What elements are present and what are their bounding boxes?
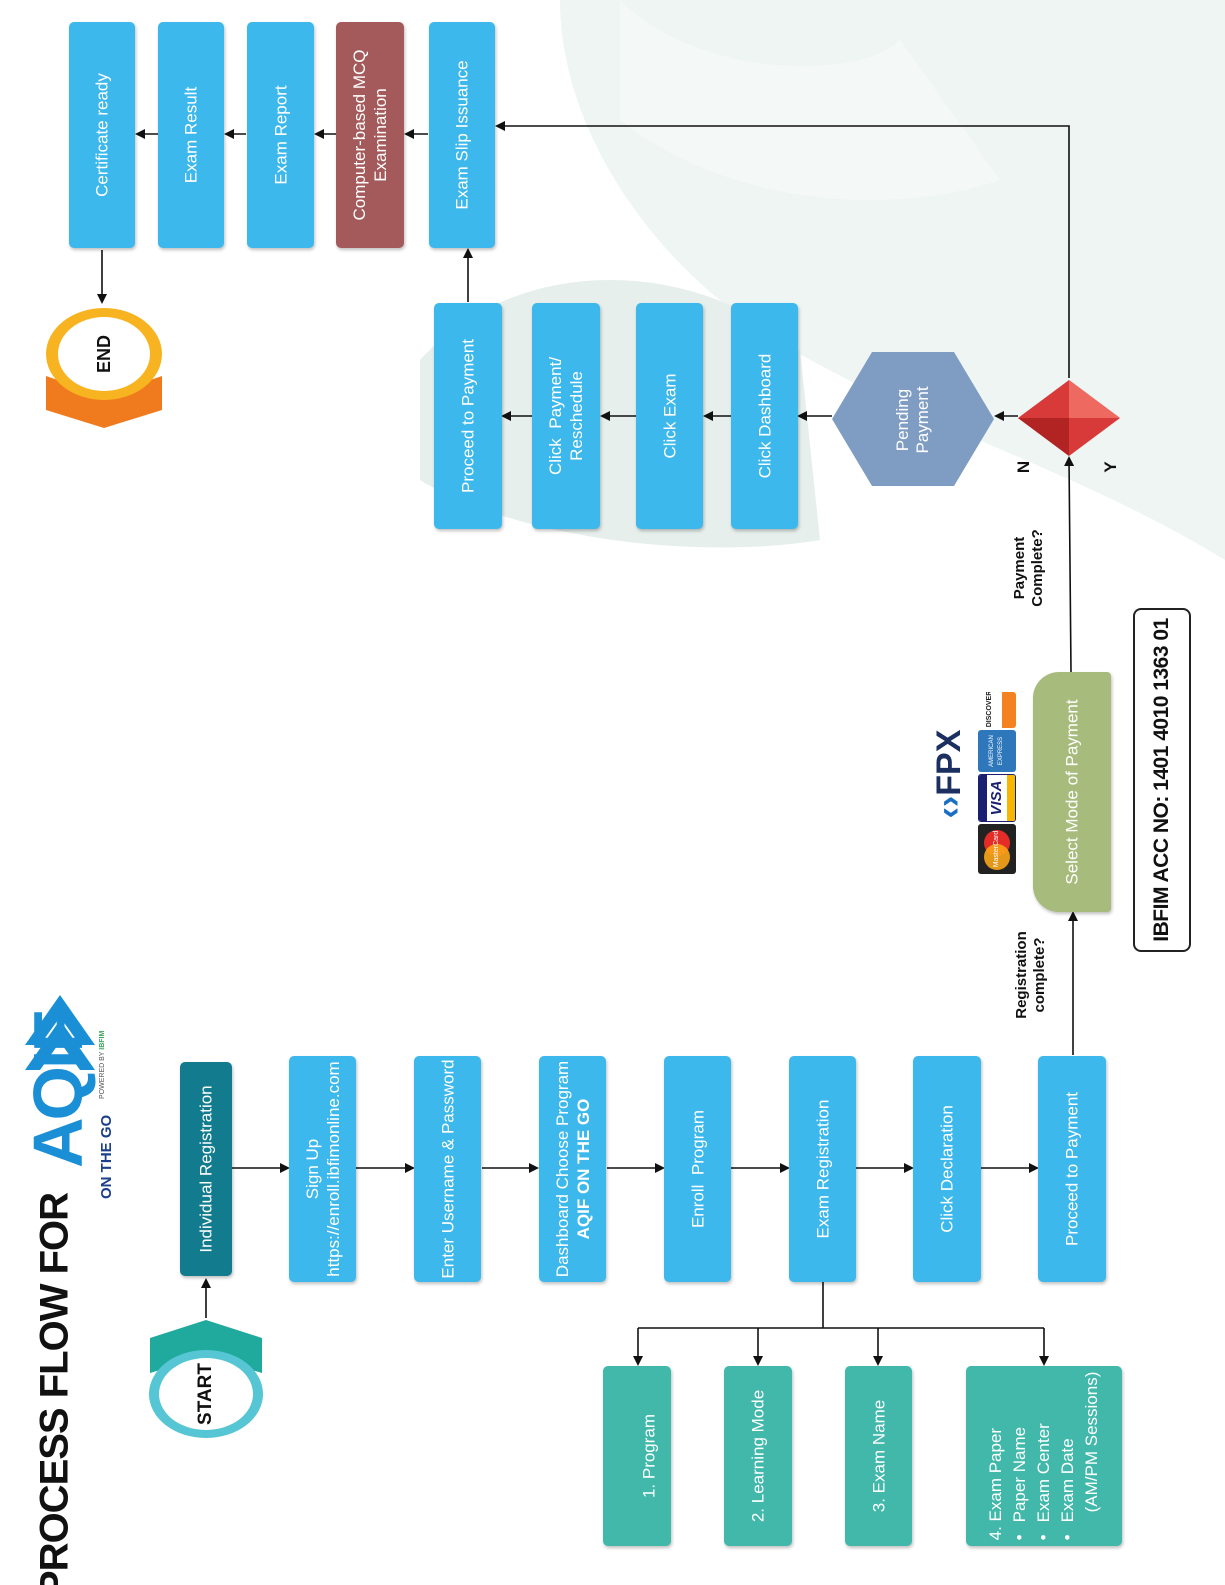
exam-slip-label: Exam Slip Issuance: [452, 60, 472, 210]
mastercard-yellow-circle: [984, 844, 1010, 870]
program-name-label: AQIF ON THE GO: [573, 1098, 593, 1240]
enroll-program-step: Enroll Program: [664, 1056, 731, 1282]
aqif-logo-mark: [25, 995, 95, 1070]
click-payment-reschedule-text: Click Payment/ Reschedule: [546, 356, 586, 476]
discover-label: DISCOVER: [986, 692, 993, 728]
enter-credentials-step: Enter Username & Password: [414, 1056, 481, 1282]
detail-exam-paper-item: •Exam Date: [1058, 1438, 1077, 1541]
detail-learning-mode: 2. Learning Mode: [724, 1366, 792, 1546]
dashboard-choose-program-label: Dashboard Choose Program: [552, 1060, 572, 1278]
detail-exam-paper-label: 4. Exam Paper: [986, 1427, 1005, 1541]
select-payment-mode-step: Select Mode of Payment: [1033, 672, 1111, 912]
discover-orange-band: [1002, 692, 1016, 728]
detail-exam-name-label: 3. Exam Name: [869, 1399, 888, 1513]
click-exam-label: Click Exam: [660, 373, 679, 459]
decision-yes-label: Y: [1101, 461, 1120, 473]
aqif-logo: AQIF ON THE GO POWERED BY IBFIM: [10, 985, 120, 1200]
click-declaration-label: Click Declaration: [937, 1105, 957, 1233]
exam-report-step: Exam Report: [247, 22, 314, 248]
pending-proceed-to-payment-step: Proceed to Payment: [434, 303, 502, 529]
exam-result-label: Exam Result: [181, 86, 201, 184]
mastercard-label: MasterCard: [993, 830, 1000, 868]
amex-logo: AMERICAN EXPRESS: [978, 730, 1016, 772]
detail-exam-paper-text: 4. Exam Paper •Paper Name •Exam Center •…: [984, 1372, 1104, 1541]
visa-top-stripe: [979, 775, 987, 821]
end-ring-shape: [46, 308, 162, 428]
amex-label: AMERICAN EXPRESS: [989, 735, 1004, 767]
proceed-to-payment-step: Proceed to Payment: [1038, 1056, 1106, 1282]
enroll-program-label: Enroll Program: [688, 1109, 707, 1229]
pending-payment-hexagon: [832, 352, 994, 486]
individual-registration-label: Individual Registration: [196, 1085, 216, 1253]
sign-up-label: Sign Up: [302, 1138, 322, 1200]
certificate-ready-step: Certificate ready: [69, 22, 135, 248]
exam-report-label: Exam Report: [271, 85, 290, 185]
visa-logo: VISA: [978, 774, 1016, 822]
exam-slip-step: Exam Slip Issuance: [429, 22, 495, 248]
cbt-mcq-step: Computer-based MCQ Examination: [336, 22, 404, 248]
payment-complete-question: Payment Complete?: [1011, 529, 1046, 607]
detail-exam-name: 3. Exam Name: [845, 1366, 912, 1546]
account-number-box: IBFIM ACC NO: 1401 4010 1363 01: [1133, 608, 1191, 952]
detail-exam-paper-item: •Paper Name: [1010, 1426, 1029, 1541]
sign-up-url: https://enroll.ibfimonline.com: [323, 1061, 343, 1277]
pending-payment-node: Pending Payment: [832, 350, 994, 488]
sign-up-text: Sign Up https://enroll.ibfimonline.com: [302, 1061, 344, 1276]
cbt-mcq-text: Computer-based MCQ Examination: [350, 49, 390, 221]
click-payment-reschedule-step: Click Payment/ Reschedule: [532, 303, 600, 529]
discover-logo: DISCOVER: [978, 692, 1016, 728]
sign-up-step: Sign Up https://enroll.ibfimonline.com: [289, 1056, 356, 1282]
exam-registration-step: Exam Registration: [789, 1056, 856, 1282]
payment-decision-diamond: [1018, 380, 1120, 456]
fpx-chevron-icon: ‹›: [930, 795, 968, 819]
click-declaration-step: Click Declaration: [913, 1056, 981, 1282]
end-terminal: END: [44, 306, 166, 430]
start-ring-shape: [149, 1320, 263, 1438]
detail-program-label: 1. Program: [639, 1413, 659, 1499]
pending-payment-label: Pending Payment: [893, 386, 932, 454]
individual-registration-step: Individual Registration: [180, 1062, 232, 1276]
registration-complete-question: Registration complete?: [1013, 931, 1048, 1019]
payment-methods: ‹›FPX MasterCard VISA AMERICAN EXPRESS D…: [922, 690, 1020, 876]
end-label: END: [94, 335, 114, 374]
pending-proceed-to-payment-label: Proceed to Payment: [458, 338, 478, 494]
fpx-logo: ‹›FPX: [930, 729, 968, 819]
exam-registration-label: Exam Registration: [813, 1099, 832, 1239]
mastercard-logo: MasterCard: [978, 824, 1016, 874]
dashboard-choose-program-text: Dashboard Choose Program AQIF ON THE GO: [552, 1061, 594, 1277]
enter-credentials-label: Enter Username & Password: [438, 1059, 457, 1279]
visa-bottom-stripe: [1007, 775, 1015, 821]
certificate-ready-label: Certificate ready: [92, 73, 112, 197]
proceed-to-payment-label: Proceed to Payment: [1062, 1091, 1082, 1247]
click-dashboard-label: Click Dashboard: [755, 353, 774, 479]
account-number-label: IBFIM ACC NO: 1401 4010 1363 01: [1150, 618, 1173, 942]
detail-exam-paper: 4. Exam Paper •Paper Name •Exam Center •…: [966, 1366, 1122, 1546]
select-payment-mode-label: Select Mode of Payment: [1062, 699, 1082, 885]
decision-no-label: N: [1014, 460, 1033, 474]
click-exam-step: Click Exam: [636, 303, 703, 529]
detail-learning-mode-label: 2. Learning Mode: [748, 1389, 768, 1523]
exam-result-step: Exam Result: [158, 22, 224, 248]
visa-label: VISA: [988, 780, 1005, 816]
detail-program: 1. Program: [603, 1366, 671, 1546]
detail-sessions-label: (AM/PM Sessions): [1082, 1371, 1101, 1513]
dashboard-choose-program-step: Dashboard Choose Program AQIF ON THE GO: [539, 1056, 606, 1282]
detail-exam-paper-item: •Exam Center: [1034, 1423, 1053, 1541]
click-dashboard-step: Click Dashboard: [731, 303, 798, 529]
start-label: START: [195, 1363, 216, 1425]
start-terminal: START: [146, 1318, 268, 1440]
